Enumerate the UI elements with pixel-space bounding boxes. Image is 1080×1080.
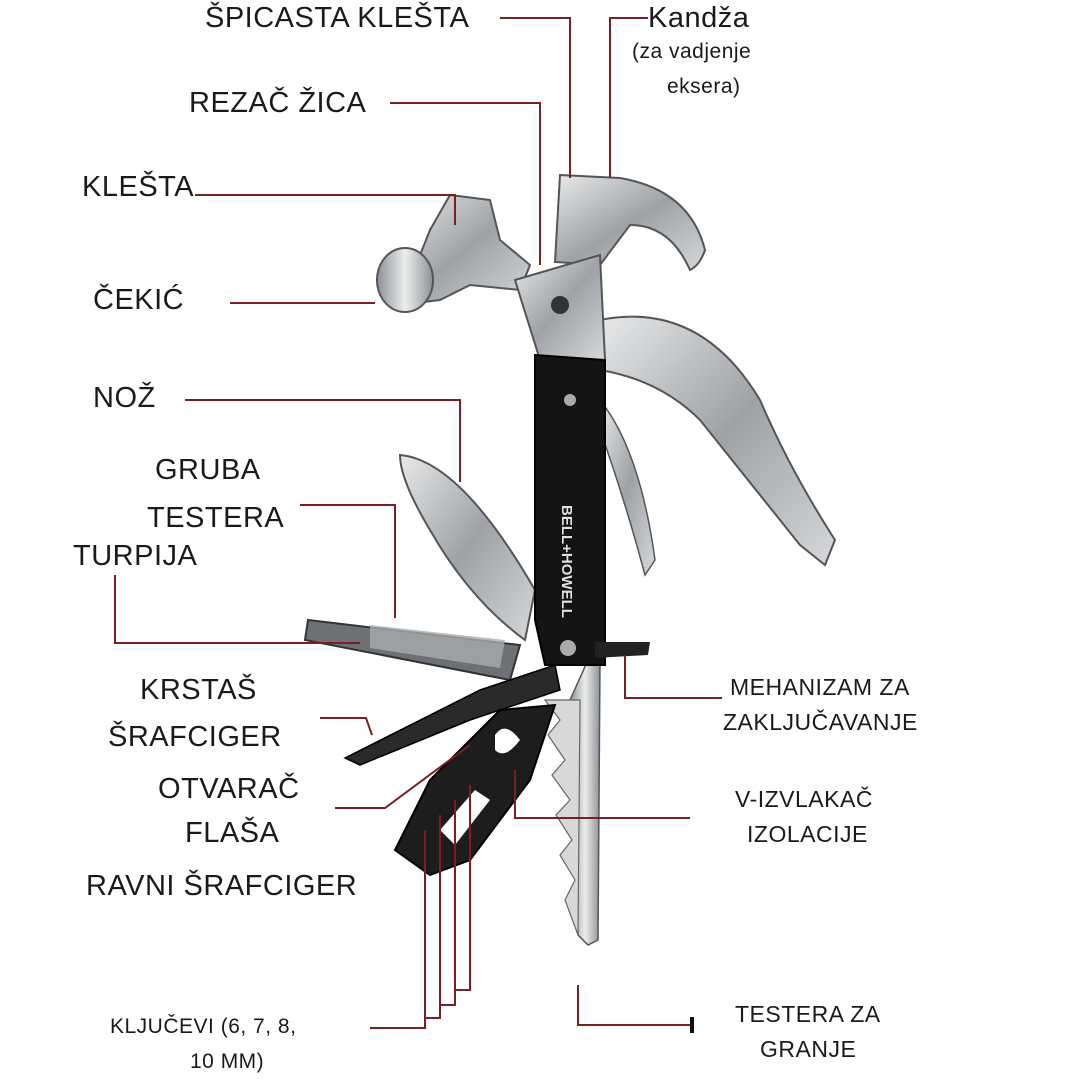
leader-kljucevi [370, 830, 426, 1029]
label-izolacije: IZOLACIJE [747, 821, 868, 847]
label-zakljucavanje: ZAKLJUČAVANJE [723, 709, 918, 735]
label-kandza: Kandža [648, 2, 750, 34]
label-kljucevi-mm: 10 MM) [190, 1050, 265, 1073]
label-noz: NOŽ [93, 382, 156, 414]
label-cekic: ČEKIĆ [93, 284, 185, 316]
label-otvarac: OTVARAČ [158, 773, 300, 805]
leader-krstas [320, 717, 373, 736]
label-kandza-note-2: eksera) [667, 75, 741, 98]
brand-logo: BELL+HOWELL [558, 505, 575, 618]
leader-rezac [390, 102, 541, 265]
leader-kandza [609, 17, 648, 178]
label-spicasta-klesta: ŠPICASTA KLEŠTA [205, 2, 470, 34]
label-ravni: RAVNI ŠRAFCIGER [86, 870, 358, 902]
label-testera-za: TESTERA ZA [735, 1001, 881, 1027]
leader-lines [114, 17, 722, 1029]
label-turpija: TURPIJA [73, 540, 198, 572]
knife-blade [398, 453, 537, 642]
leader-testera [300, 504, 396, 618]
hammer-claw [553, 173, 707, 272]
leader-spicasta [500, 17, 571, 178]
leader-mehanizam [624, 655, 722, 699]
label-gruba: GRUBA [155, 454, 261, 486]
leader-turpija [114, 575, 360, 644]
leader-klesta [195, 194, 456, 225]
label-krstas-sraf: ŠRAFCIGER [108, 721, 282, 753]
label-klesta: KLEŠTA [82, 171, 195, 203]
leader-izvlakac [514, 770, 690, 819]
label-testera: TESTERA [147, 502, 285, 534]
label-krstas: KRSTAŠ [140, 674, 257, 706]
pliers-handle [599, 315, 837, 567]
label-granje: GRANJE [760, 1036, 857, 1062]
label-kljucevi: KLJUČEVI (6, 7, 8, [110, 1015, 297, 1038]
label-mehanizam: MEHANIZAM ZA [730, 674, 910, 700]
leader-noz [185, 399, 461, 482]
label-rezac-zica: REZAČ ŽICA [189, 87, 367, 119]
leader-otvarac [335, 744, 471, 809]
lock-lever [595, 642, 650, 658]
black-handle [534, 353, 606, 666]
phillips-screwdriver [343, 664, 561, 766]
label-flasa: FLAŠA [185, 817, 280, 849]
label-izvlakac: V-IZVLAKAČ [735, 786, 873, 812]
label-kandza-note-1: (za vadjenje [632, 40, 752, 63]
leader-granje [577, 985, 692, 1026]
